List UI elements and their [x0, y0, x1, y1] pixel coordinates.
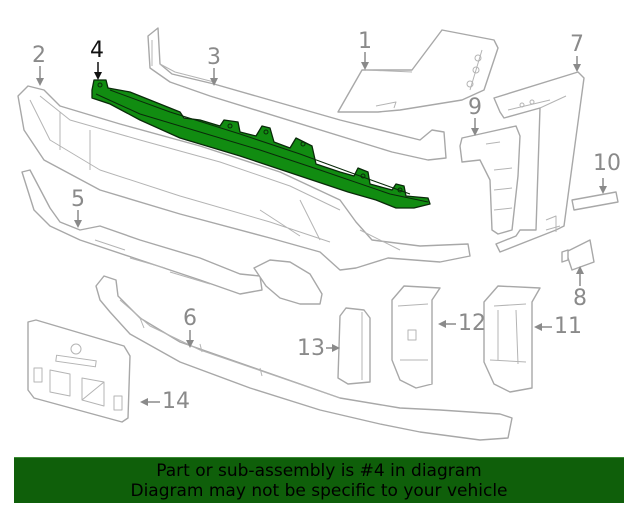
part-11-housing[interactable] — [483, 285, 541, 393]
part-1-side-panel[interactable] — [337, 29, 499, 113]
callout-10[interactable]: 10 — [593, 151, 621, 176]
callout-5[interactable]: 5 — [71, 187, 85, 212]
part-14-plate-bracket[interactable] — [27, 319, 131, 423]
part-13-cover[interactable] — [337, 307, 371, 385]
part-8-clip[interactable] — [561, 239, 595, 271]
part-10-strip[interactable] — [571, 191, 619, 211]
callout-1[interactable]: 1 — [358, 29, 372, 54]
callout-7[interactable]: 7 — [570, 32, 584, 57]
part-12-housing[interactable] — [391, 285, 441, 389]
callout-2[interactable]: 2 — [32, 43, 46, 68]
info-banner: Part or sub-assembly is #4 in diagram Di… — [14, 457, 624, 503]
callout-14[interactable]: 14 — [162, 389, 190, 414]
callout-11[interactable]: 11 — [554, 314, 582, 339]
callout-3[interactable]: 3 — [207, 45, 221, 70]
banner-disclaimer: Diagram may not be specific to your vehi… — [130, 480, 508, 501]
callout-6[interactable]: 6 — [183, 306, 197, 331]
callout-8[interactable]: 8 — [573, 286, 587, 311]
callout-9[interactable]: 9 — [468, 95, 482, 120]
part-7-side-bracket[interactable] — [493, 71, 585, 253]
part-5-lower-fascia[interactable] — [21, 169, 323, 305]
callout-13[interactable]: 13 — [297, 336, 325, 361]
part-2-bumper-frame[interactable] — [17, 85, 471, 271]
part-9-bracket[interactable] — [459, 125, 521, 235]
part-6-lower-valance[interactable] — [95, 275, 513, 441]
banner-part-note: Part or sub-assembly is #4 in diagram — [156, 460, 482, 481]
callout-arrows — [36, 52, 607, 406]
callout-4[interactable]: 4 — [90, 38, 104, 63]
callout-12[interactable]: 12 — [458, 311, 486, 336]
part-3-upper-bar[interactable] — [147, 27, 447, 161]
part-4-highlighted-bar[interactable] — [91, 79, 431, 209]
